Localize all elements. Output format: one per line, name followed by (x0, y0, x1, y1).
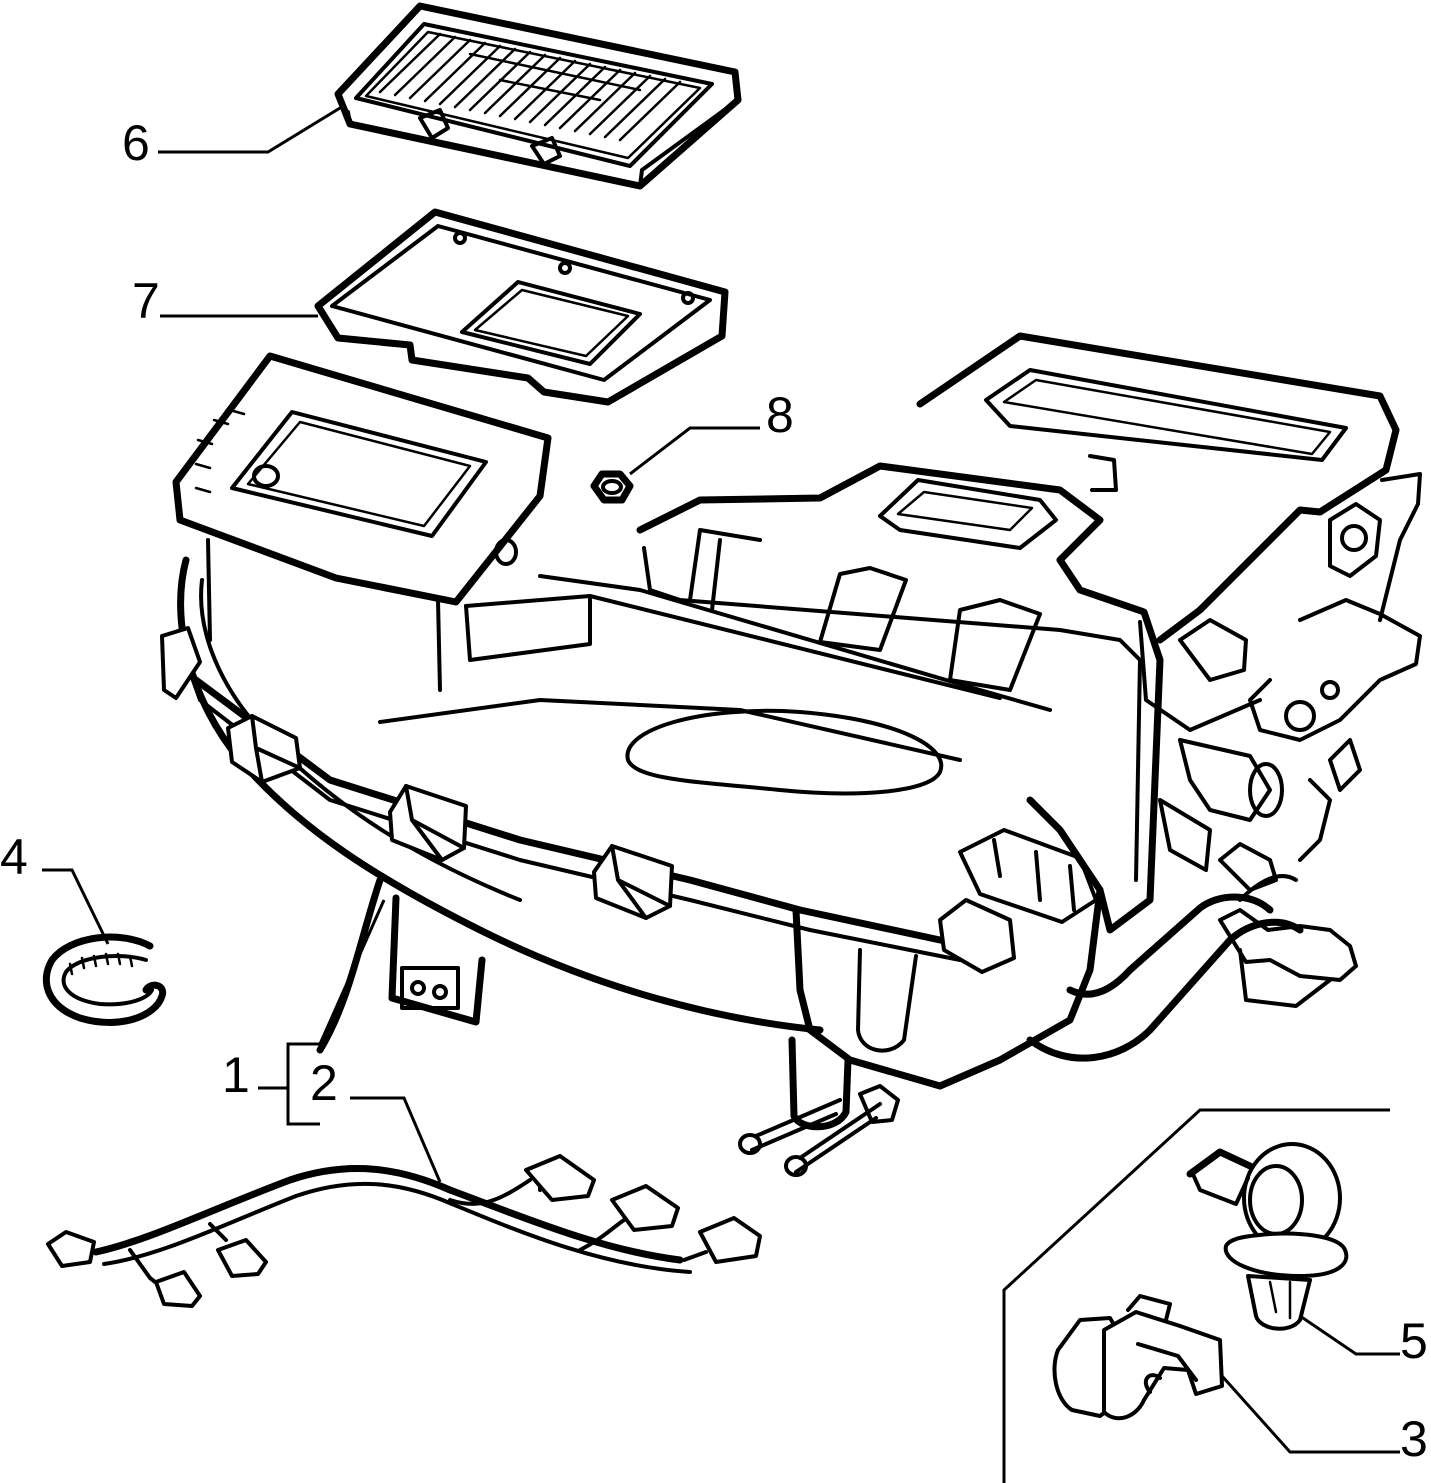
callout-6: 6 (122, 115, 150, 171)
part-6-cabin-filter (334, 2, 742, 190)
part-4-hose-clamp (42, 933, 167, 1026)
part-7-filter-lid (314, 208, 729, 406)
leader-3 (1220, 1374, 1400, 1454)
part-2-wiring-harness (46, 1154, 762, 1308)
leader-1 (258, 899, 386, 1126)
callout-7: 7 (132, 273, 160, 329)
leader-4 (42, 868, 110, 945)
part-5-push-clip (1186, 1142, 1349, 1331)
leader-8 (629, 426, 760, 476)
part-1-heater-housing (160, 332, 1422, 1177)
callout-5: 5 (1400, 1313, 1428, 1369)
leader-6 (158, 106, 341, 154)
leader-5 (1299, 1314, 1400, 1356)
callout-8: 8 (766, 387, 794, 443)
callout-3: 3 (1400, 1411, 1428, 1467)
callout-4: 4 (0, 829, 28, 885)
part-8-nut (590, 470, 634, 504)
callout-1: 1 (222, 1047, 250, 1103)
detail-frame (1002, 1108, 1390, 1483)
part-3-cable-clip (1052, 1294, 1224, 1421)
leader-2 (350, 1096, 442, 1183)
callout-2: 2 (310, 1055, 338, 1111)
